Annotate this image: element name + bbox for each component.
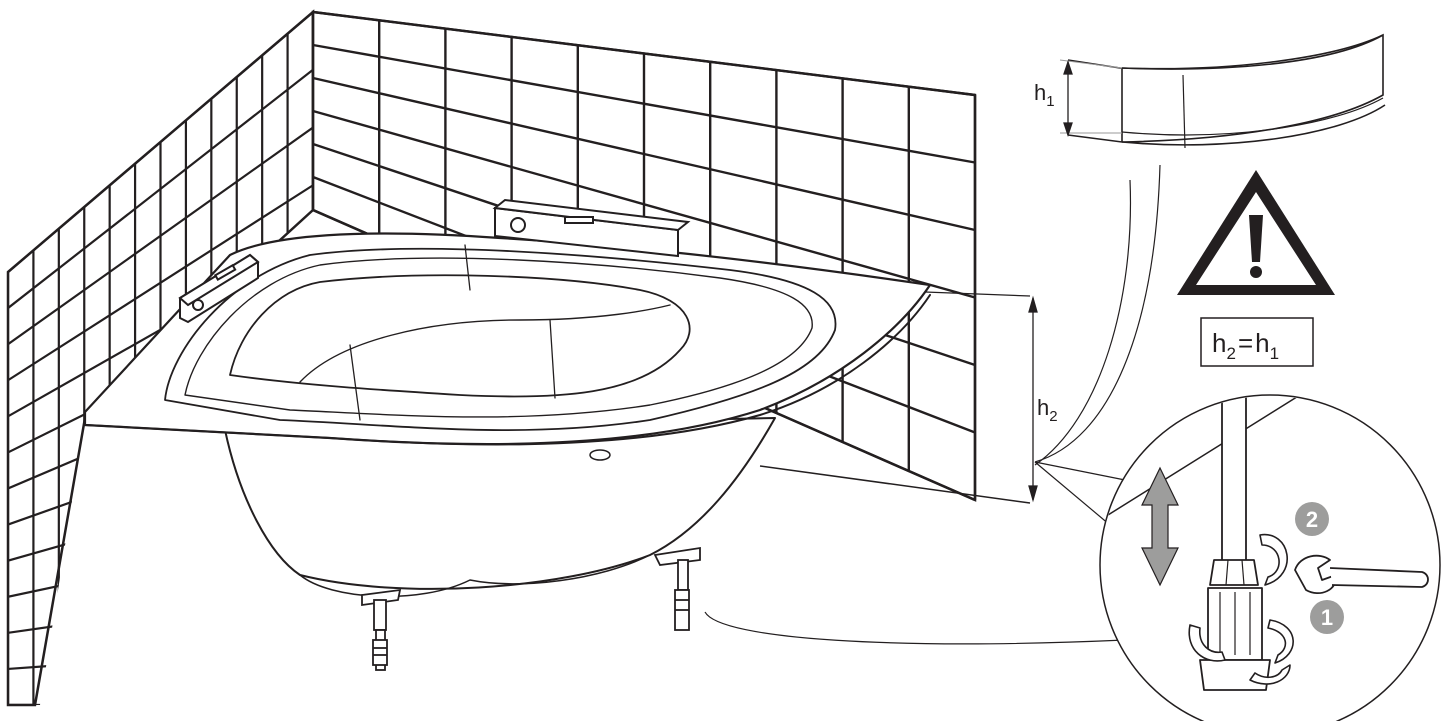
leg-adjustment-detail: 2 1 (1099, 394, 1441, 721)
spirit-level-back (492, 198, 691, 258)
eq-left: h (1212, 328, 1226, 358)
svg-text:2: 2 (1306, 507, 1318, 532)
tile-grout-line (312, 43, 976, 164)
tile-grout-line (312, 109, 976, 299)
tile-grout-line (8, 126, 313, 346)
h1-dimension (1063, 59, 1073, 138)
rotate-arrow-icon (1188, 534, 1294, 685)
floor-edge (759, 465, 1031, 504)
step-badge-2: 2 (1295, 502, 1329, 536)
warning-triangle-icon (1177, 170, 1335, 295)
wrench-icon (1294, 554, 1429, 595)
support-legs (361, 546, 701, 671)
height-equation-box: h2=h1 (1200, 317, 1314, 367)
bathtub (83, 232, 932, 598)
h2-label: h2 (1037, 395, 1058, 425)
tile-grout-line (312, 10, 976, 97)
h1-label: h1 (1034, 80, 1055, 110)
callout-curves (704, 164, 1161, 645)
tile-grout-line (8, 646, 313, 671)
step-badge-1: 1 (1310, 600, 1344, 634)
adjust-arrow-icon (1141, 466, 1179, 587)
svg-text:h2=h1: h2=h1 (1212, 328, 1279, 363)
rim-detail (1059, 33, 1386, 149)
svg-text:1: 1 (1321, 605, 1333, 630)
tile-grout-line (8, 68, 313, 309)
h2-dimension (924, 291, 1038, 503)
spirit-level-left (178, 253, 260, 324)
tile-grout-line (312, 76, 976, 232)
tile-grout-line (8, 184, 313, 382)
